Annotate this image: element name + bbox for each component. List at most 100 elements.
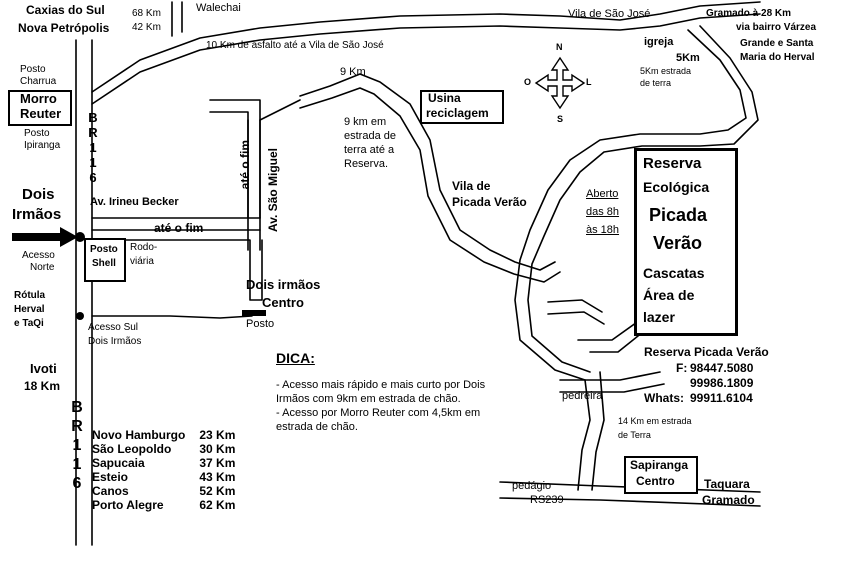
label-gramado-4: Maria do Herval (740, 52, 815, 63)
dica-text: - Acesso mais rápido e mais curto por Do… (276, 378, 485, 434)
label-ivoti-2: 18 Km (24, 379, 61, 393)
br116-bottom-letter: 6 (72, 475, 82, 492)
distance-row: Novo Hamburgo 23 Km (92, 428, 239, 442)
label-posto-shell-1: Posto (90, 244, 118, 255)
br116-top-letter: R (88, 125, 98, 140)
av-sao-miguel (247, 119, 261, 251)
label-pedagio: pedágio (512, 480, 552, 492)
distance-row: Porto Alegre 62 Km (92, 498, 239, 512)
distance-km: 52 Km (199, 484, 236, 498)
label-caxias: Caxias do Sul (26, 3, 105, 17)
label-nine-km-note-2: estrada de (344, 130, 396, 142)
label-walechai: Walechai (196, 2, 241, 14)
label-sapiranga-2: Centro (636, 474, 675, 488)
morro-reuter-box: Morro Reuter (8, 90, 72, 126)
distance-city: Novo Hamburgo (92, 428, 186, 442)
usina-box: Usina reciclagem (420, 90, 504, 124)
road-rs239 (499, 481, 761, 507)
dica-line4: estrada de chão. (276, 421, 358, 433)
label-aberto-1: Aberto (586, 188, 619, 200)
reserve-line4: Verão (653, 233, 703, 253)
label-posto-charrua-2: Charrua (20, 76, 57, 87)
label-acesso-norte-1: Acesso (22, 250, 55, 261)
br116-top-letter: 1 (89, 140, 97, 155)
label-dois-irmaos-centro-2: Centro (262, 295, 304, 310)
road-top-asfalto (91, 1, 761, 93)
label-gramado-1: Gramado à 28 Km (706, 8, 792, 19)
label-asfalto-note: 10 Km de asfalto até a Vila de São José (206, 40, 384, 51)
dica-line2: Irmãos com 9km em estrada de chão. (276, 393, 461, 405)
label-14km-1: 14 Km em estrada (618, 416, 692, 426)
label-rotula-1: Rótula (14, 290, 46, 301)
label-nine-km-note-4: Reserva. (344, 158, 389, 170)
sapiranga-box: Sapiranga Centro (624, 456, 698, 494)
compass-s: S (557, 114, 564, 124)
label-av-irineu: Av. Irineu Becker (90, 196, 179, 208)
label-taquara: Taquara (704, 477, 750, 491)
label-rodoviaria-1: Rodo- (130, 242, 158, 253)
distance-km: 43 Km (199, 470, 236, 484)
label-aberto-3: às 18h (586, 224, 620, 236)
label-dois-irmaos-centro-1: Dois irmãos (246, 277, 321, 292)
distance-city: Canos (92, 484, 129, 498)
compass-l: L (586, 77, 592, 87)
label-morro-reuter-2: Reuter (20, 106, 62, 121)
label-vila-sao-jose: Vila de São José (568, 8, 651, 20)
road-to-sapiranga (577, 371, 605, 491)
label-nine-km: 9 Km (340, 66, 366, 78)
label-nine-km-note-3: terra até a (344, 144, 395, 156)
label-dist-nova-petropolis: 42 Km (132, 22, 161, 33)
contact-title: Reserva Picada Verão (644, 345, 769, 359)
compass-icon (534, 56, 586, 110)
distance-row: Esteio 43 Km (92, 470, 239, 484)
label-ate-o-fim-vertical: até o fim (238, 140, 252, 190)
label-dois-irmaos-2: Irmãos (12, 206, 62, 223)
road-east-to-reserve (514, 29, 747, 381)
distance-km: 23 Km (199, 428, 236, 442)
reserve-box: Reserva Ecológica Picada Verão Cascatas … (634, 148, 738, 336)
br116-bottom-letter: 1 (72, 456, 82, 473)
label-usina-1: Usina (428, 91, 461, 105)
br116-bottom-letter: B (71, 399, 83, 416)
label-av-sao-miguel: Av. São Miguel (266, 148, 280, 233)
dica-title: DICA: (276, 350, 315, 366)
label-posto-centro: Posto (246, 318, 275, 330)
label-rotula-3: e TaQi (14, 318, 44, 329)
label-acesso-sul-1: Acesso Sul (88, 322, 139, 333)
label-posto-shell-2: Shell (92, 258, 116, 269)
compass-o: O (524, 77, 532, 87)
label-ate-o-fim-horizontal: até o fim (154, 221, 204, 235)
reserve-line1: Reserva (643, 155, 702, 172)
label-rs239: RS239 (530, 494, 564, 506)
label-posto-charrua-1: Posto (20, 64, 46, 75)
reserve-line3: Picada (649, 205, 708, 225)
distance-km: 37 Km (199, 456, 236, 470)
label-dist-caxias: 68 Km (132, 8, 161, 19)
posto-shell-box: Posto Shell (84, 238, 126, 282)
label-ivoti-1: Ivoti (30, 361, 57, 376)
label-morro-reuter-1: Morro (20, 91, 57, 106)
dica-line3: - Acesso por Morro Reuter com 4,5km em (276, 407, 481, 419)
br116-top-letter: 1 (89, 155, 97, 170)
distance-city: Porto Alegre (92, 498, 164, 512)
label-pedreira: pedreira (562, 390, 603, 402)
label-igreja: igreja (644, 36, 674, 48)
label-estrada-5km-1: 5Km estrada (640, 66, 692, 76)
label-nova-petropolis: Nova Petrópolis (18, 21, 110, 35)
br116-road (75, 39, 93, 546)
label-dois-irmaos-1: Dois (22, 186, 55, 203)
label-vila-picada-1: Vila de (452, 179, 491, 193)
distance-city: Esteio (92, 470, 129, 484)
contact-whats: 99911.6104 (690, 391, 753, 405)
label-br116-bottom: B R 1 1 6 (70, 398, 84, 493)
label-acesso-norte-2: Norte (30, 262, 55, 273)
label-posto-ipiranga-2: Ipiranga (24, 140, 61, 151)
distance-km: 62 Km (199, 498, 236, 512)
reserve-line2: Ecológica (643, 179, 710, 195)
br116-bottom-letter: R (71, 418, 83, 435)
label-aberto-2: das 8h (586, 206, 620, 218)
